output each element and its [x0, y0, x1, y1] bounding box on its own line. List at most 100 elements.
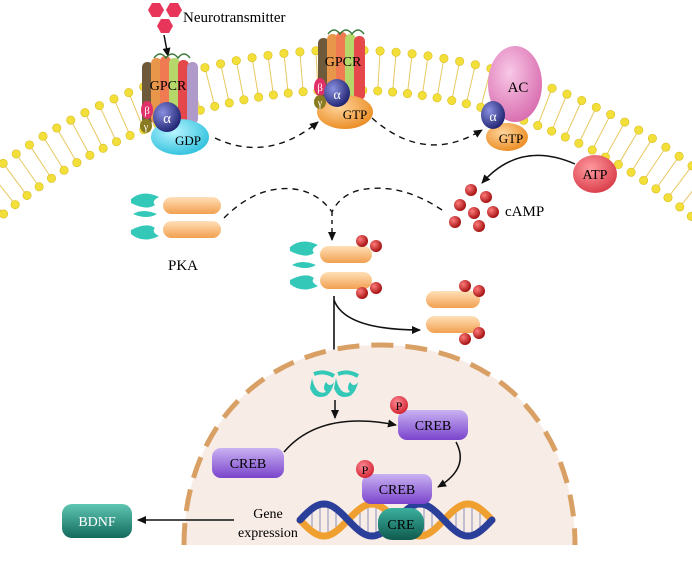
beta-subunit-1 — [141, 101, 153, 119]
lipid-tail — [407, 57, 413, 90]
phosphate-label-1: P — [396, 399, 403, 413]
lipid-tail — [580, 110, 595, 140]
gamma-label-1: γ — [143, 122, 149, 133]
gamma-subunit-1 — [140, 119, 152, 133]
lipid-head — [38, 131, 48, 141]
lipid-tail — [377, 54, 381, 87]
creb-label-2: CREB — [415, 419, 452, 434]
lipid-head — [46, 173, 56, 183]
gamma-label-2: γ — [317, 98, 323, 109]
lipid-tail — [619, 133, 638, 162]
lipid-head — [247, 53, 257, 63]
lipid-head — [455, 56, 465, 66]
beta-label-2: β — [317, 82, 323, 94]
lipid-head — [239, 95, 249, 105]
bdnf-protein — [62, 504, 132, 538]
ac-label: AC — [508, 80, 529, 96]
lipid-tail — [0, 184, 14, 202]
lipid-head — [674, 151, 684, 161]
lipid-head — [639, 175, 649, 185]
lipid-head — [0, 158, 8, 168]
lipid-head — [98, 143, 108, 153]
neurotransmitter-binding-arrow — [162, 34, 171, 57]
beta-subunit-2 — [314, 78, 326, 96]
lipid-head — [373, 86, 383, 96]
regulatory-subunits-with-camp — [426, 280, 485, 345]
lipid-head — [11, 149, 21, 159]
beta-label-1: β — [144, 105, 150, 117]
lipid-tail — [645, 150, 665, 178]
lipid-head — [417, 90, 427, 100]
lipid-head — [432, 93, 442, 103]
bdnf-label: BDNF — [78, 515, 116, 530]
alpha-subunit-3 — [481, 101, 505, 129]
lipid-head — [279, 48, 289, 58]
nucleus — [181, 342, 578, 546]
lipid-tail — [669, 168, 691, 195]
lipid-head — [547, 83, 557, 93]
gdp-label: GDP — [175, 133, 201, 148]
lipid-head — [587, 145, 597, 155]
atp-conversion-arrow — [481, 154, 576, 184]
lipid-head — [547, 126, 557, 136]
lipid-tail — [681, 190, 692, 205]
lipid-head — [470, 60, 480, 70]
lipid-head — [216, 59, 226, 69]
lipid-tail — [299, 55, 304, 88]
lipid-tail — [538, 91, 552, 122]
lipid-tail — [58, 131, 76, 160]
lipid-tail — [606, 125, 624, 154]
lipid-tail — [100, 108, 116, 139]
cre-label: CRE — [387, 518, 414, 533]
lipid-head — [52, 123, 62, 133]
gamma-subunit-2 — [314, 95, 326, 109]
phosphate-2 — [356, 460, 374, 478]
regulatory-release-arrow — [333, 299, 421, 334]
neurotransmitter-label: Neurotransmitter — [183, 10, 285, 26]
alpha-label-3: α — [489, 110, 497, 125]
g-protein-activation-arrow — [214, 121, 319, 149]
lipid-head — [268, 90, 278, 100]
creb-protein-phosphorylated — [398, 410, 468, 440]
lipid-head — [533, 121, 543, 131]
lipid-tail — [18, 156, 38, 184]
lipid-head — [59, 165, 69, 175]
lipid-tail — [552, 97, 566, 128]
lipid-head — [402, 89, 412, 99]
gpcr-label-1: GPCR — [150, 79, 187, 94]
alpha-subunit-1 — [153, 102, 181, 132]
lipid-head — [562, 89, 572, 99]
lipid-head — [687, 161, 692, 171]
lipid-tail — [72, 123, 89, 153]
lipid-head — [407, 49, 417, 59]
lipid-tail — [115, 102, 129, 133]
lipid-head — [295, 47, 305, 57]
lipid-head — [85, 150, 95, 160]
lipid-head — [109, 94, 119, 104]
lipid-head — [647, 133, 657, 143]
lipid-tail — [205, 71, 215, 103]
gene-expression-label-line-1: Gene — [253, 507, 283, 522]
lipid-tail — [268, 59, 274, 92]
lipid-tail — [5, 166, 26, 193]
gene-expression-label-line-2: expression — [238, 526, 298, 541]
lipid-tail — [437, 62, 444, 94]
lipid-head — [574, 138, 584, 148]
lipid-head — [34, 182, 44, 192]
lipid-head — [125, 130, 135, 140]
atp-molecule — [573, 155, 617, 193]
ac-activation-arrow — [371, 117, 483, 146]
lipid-tail — [86, 116, 102, 145]
lipid-head — [112, 137, 122, 147]
lipid-head — [24, 140, 34, 150]
lipid-head — [254, 92, 264, 102]
lipid-head — [651, 184, 661, 194]
lipid-tail — [422, 59, 428, 92]
neurotransmitter-molecules — [148, 3, 182, 33]
lipid-head — [94, 101, 104, 111]
lipid-head — [613, 160, 623, 170]
lipid-tail — [0, 208, 2, 212]
camp-label: cAMP — [505, 204, 544, 220]
creb-translocation-arrow — [437, 441, 461, 488]
